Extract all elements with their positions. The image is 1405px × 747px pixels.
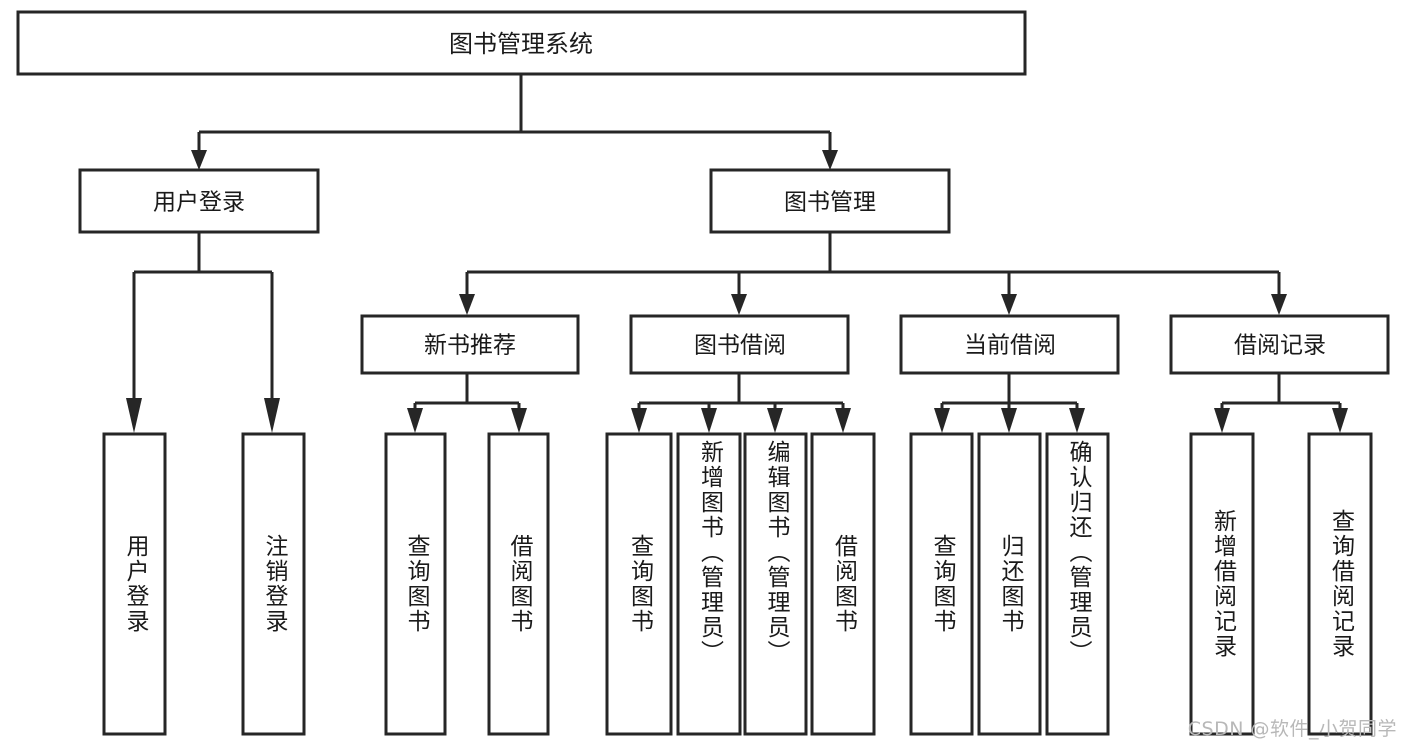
leaf-box-bb-borrow-book[interactable] [810, 432, 876, 736]
arrow-head-bb-leaf2 [701, 408, 717, 433]
arrow-head-cb-leaf1 [934, 408, 950, 433]
node-user-login-box [78, 168, 320, 234]
node-new-book-recommend-label: 新书推荐 [424, 333, 516, 359]
node-book-borrow-label: 图书借阅 [694, 333, 786, 359]
arrow-head-current-borrow [1001, 294, 1017, 315]
leaf-box-nb-borrow-book[interactable] [487, 432, 550, 736]
leaf-box-br-add-record[interactable] [1189, 432, 1255, 736]
leaf-box-cb-confirm-return[interactable] [1045, 432, 1110, 736]
arrow-head-new-book [459, 294, 475, 315]
leaf-box-logout[interactable] [241, 432, 306, 736]
arrow-head-br-leaf1 [1214, 408, 1230, 433]
arrow-head-bb-leaf1 [631, 408, 647, 433]
leaf-box-cb-query-book[interactable] [909, 432, 974, 736]
node-current-borrow-box [899, 314, 1120, 375]
leaf-box-bb-edit-book[interactable] [743, 432, 808, 736]
arrow-head-nb-leaf1 [407, 408, 423, 433]
connector-group [126, 74, 1348, 433]
leaf-box-user-login[interactable] [102, 432, 167, 736]
node-book-management-label: 图书管理 [784, 190, 876, 216]
node-current-borrow[interactable]: 当前借阅 [899, 314, 1120, 375]
node-new-book-recommend-box [360, 314, 580, 375]
node-root-label: 图书管理系统 [449, 30, 593, 58]
node-borrow-record-box [1169, 314, 1390, 375]
node-borrow-record-label: 借阅记录 [1234, 333, 1326, 359]
node-user-login-label: 用户登录 [153, 190, 245, 216]
node-root-box [16, 10, 1027, 76]
arrow-head-br-leaf2 [1332, 408, 1348, 433]
arrow-head-cb-leaf3 [1069, 408, 1085, 433]
arrow-head-cb-leaf2 [1001, 408, 1017, 433]
node-book-borrow-box [629, 314, 850, 375]
node-book-management[interactable]: 图书管理 [709, 168, 951, 234]
arrow-head-leaf-user-login [126, 398, 142, 433]
node-borrow-record[interactable]: 借阅记录 [1169, 314, 1390, 375]
csdn-watermark: CSDN @软件_小贺同学 [1187, 718, 1397, 740]
arrow-head-user-login [191, 150, 207, 170]
node-user-login[interactable]: 用户登录 [78, 168, 320, 234]
arrow-head-borrow-record [1271, 294, 1287, 315]
node-book-borrow[interactable]: 图书借阅 [629, 314, 850, 375]
arrow-head-nb-leaf2 [511, 408, 527, 433]
arrow-head-bb-leaf4 [835, 408, 851, 433]
leaf-box-nb-query-book[interactable] [384, 432, 447, 736]
arrow-head-bb-leaf3 [767, 408, 783, 433]
arrow-head-book-mgmt [822, 150, 838, 170]
node-new-book-recommend[interactable]: 新书推荐 [360, 314, 580, 375]
leaf-box-cb-return-book[interactable] [977, 432, 1042, 736]
node-current-borrow-label: 当前借阅 [964, 333, 1056, 359]
arrow-head-leaf-logout [264, 398, 280, 433]
node-root-system[interactable]: 图书管理系统 [16, 10, 1027, 76]
leaf-box-br-query-record[interactable] [1307, 432, 1373, 736]
leaf-box-bb-add-book[interactable] [676, 432, 742, 736]
node-book-management-box [709, 168, 951, 234]
leaf-box-bb-query-book[interactable] [605, 432, 673, 736]
arrow-head-book-borrow [731, 294, 747, 315]
